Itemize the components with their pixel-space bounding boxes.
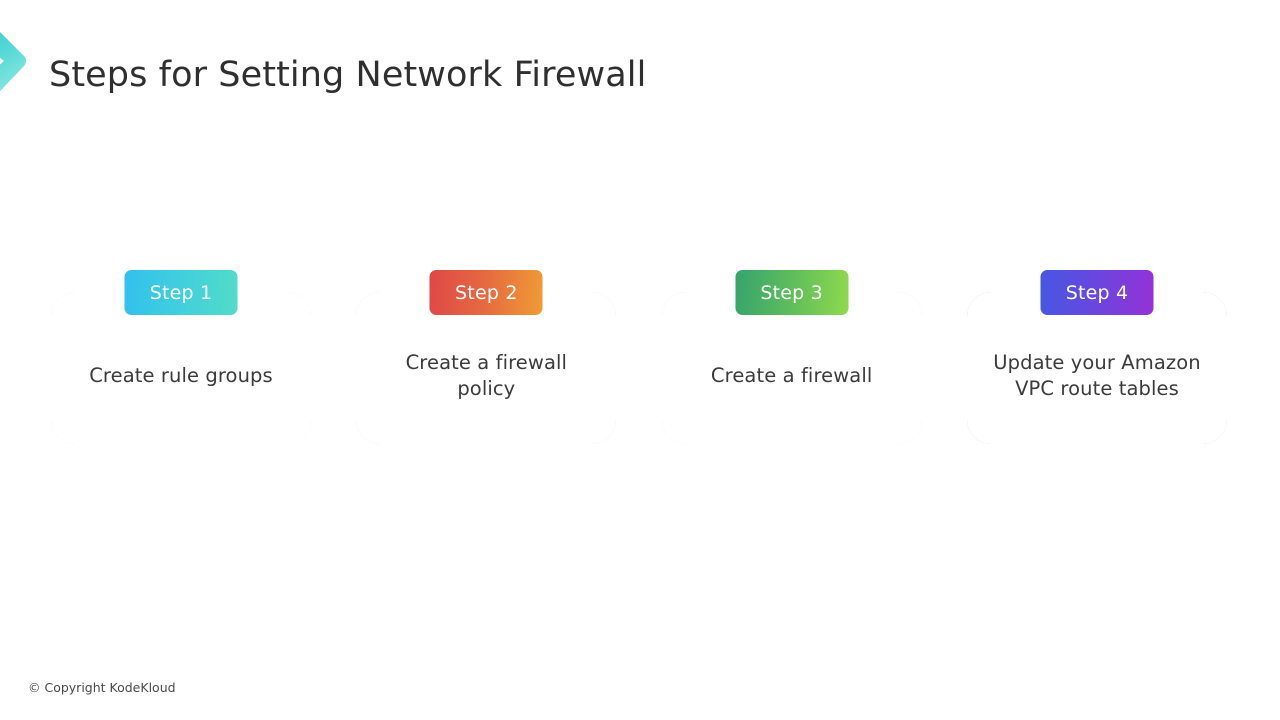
page-title: Steps for Setting Network Firewall [49, 55, 647, 95]
step-card-3[interactable]: Step 3 Create a firewall [661, 270, 922, 444]
step-text-2: Create a firewall policy [405, 351, 568, 400]
card-border-2 [356, 292, 617, 444]
chevron-logo-icon [0, 14, 28, 110]
step-badge-1[interactable]: Step 1 [124, 270, 238, 315]
card-border-3 [661, 292, 922, 444]
step-card-1[interactable]: Step 1 Create rule groups [51, 270, 311, 444]
step-text-4: Update your Amazon VPC route tables [993, 351, 1201, 400]
step-badge-4[interactable]: Step 4 [1040, 270, 1154, 315]
step-badge-3[interactable]: Step 3 [735, 270, 849, 315]
card-body-3: Create a firewall [662, 292, 922, 444]
card-surface-4 [966, 292, 1227, 444]
step-text-3: Create a firewall [710, 364, 873, 387]
card-border-4 [966, 292, 1227, 444]
card-surface-3 [661, 292, 922, 444]
steps-row: Step 1 Create rule groups Step 2 Create … [51, 270, 1227, 444]
step-card-2[interactable]: Step 2 Create a firewall policy [356, 270, 617, 444]
step-badge-2[interactable]: Step 2 [429, 270, 543, 315]
step-card-4[interactable]: Step 4 Update your Amazon VPC route tabl… [966, 270, 1227, 444]
card-surface-1 [51, 292, 311, 444]
step-text-1: Create rule groups [89, 364, 273, 387]
card-border-1 [51, 292, 311, 444]
footer-copyright: © Copyright KodeKloud [28, 680, 176, 695]
card-surface-2 [356, 292, 617, 444]
card-body-4: Update your Amazon VPC route tables [967, 292, 1227, 444]
card-body-2: Create a firewall policy [356, 292, 616, 444]
card-body-1: Create rule groups [51, 292, 311, 444]
